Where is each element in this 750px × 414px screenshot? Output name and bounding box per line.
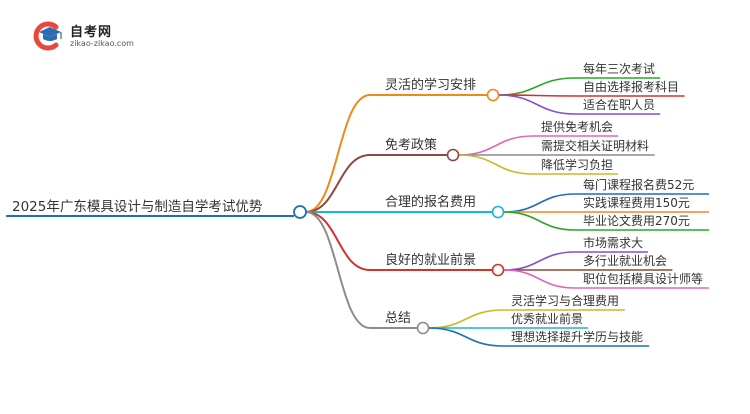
branch-4-child-1-label: 优秀就业前景	[511, 311, 583, 326]
branch-4-child-0-connector	[428, 309, 504, 329]
site-name: 自考网	[70, 25, 113, 40]
branch-3-child-2-connector	[503, 269, 576, 289]
branch-3-label: 良好的就业前景	[385, 252, 476, 268]
branch-2-child-2-connector	[503, 211, 576, 231]
branch-0-child-2-label: 适合在职人员	[583, 97, 655, 112]
branch-1-node[interactable]	[446, 148, 460, 162]
branch-3-node[interactable]	[491, 263, 505, 277]
graduation-cap-c-logo-icon	[33, 21, 62, 51]
branch-0-label: 灵活的学习安排	[385, 77, 476, 93]
branch-1-label: 免考政策	[385, 137, 437, 153]
branch-3-child-1-label: 多行业就业机会	[583, 254, 667, 268]
branch-0-child-1-label: 自由选择报考科目	[583, 79, 679, 94]
branch-3-child-0-label: 市场需求大	[583, 235, 643, 250]
branch-0-child-2-connector	[498, 94, 576, 115]
root-node[interactable]	[293, 205, 307, 219]
branch-4-label: 总结	[385, 311, 411, 326]
branch-1-child-1-label: 需提交相关证明材料	[541, 138, 649, 153]
root-topic-label: 2025年广东模具设计与制造自学考试优势	[12, 199, 262, 215]
branch-4-child-2-label: 理想选择提升学历与技能	[511, 329, 643, 344]
site-logo[interactable]: 自考网 zikao-zikao.com	[30, 18, 150, 52]
branch-0-node[interactable]	[486, 88, 500, 102]
branch-0-child-0-label: 每年三次考试	[583, 61, 655, 76]
branch-2-child-1-label: 实践课程费用150元	[583, 195, 690, 210]
branch-3-connector	[305, 211, 371, 271]
branch-1-child-2-connector	[458, 154, 534, 175]
branch-4-node[interactable]	[416, 321, 430, 335]
branch-4-connector	[305, 211, 371, 329]
branch-1-child-0-label: 提供免考机会	[541, 119, 613, 134]
branch-4-child-2-connector	[428, 327, 504, 347]
branch-4-child-0-label: 灵活学习与合理费用	[511, 293, 619, 308]
branch-2-child-2-label: 毕业论文费用270元	[583, 213, 690, 228]
branch-3-child-0-connector	[503, 251, 576, 271]
branch-1-child-0-connector	[458, 135, 534, 156]
branch-2-child-0-label: 每门课程报名费52元	[583, 177, 694, 192]
branch-1-child-2-label: 降低学习负担	[541, 157, 613, 172]
branch-2-child-0-connector	[503, 193, 576, 213]
branch-0-connector	[305, 94, 371, 213]
branch-2-label: 合理的报名费用	[385, 194, 476, 210]
branch-0-child-0-connector	[498, 77, 576, 96]
branch-2-node[interactable]	[491, 205, 505, 219]
branch-3-child-2-label: 职位包括模具设计师等	[583, 271, 703, 286]
branch-1-connector	[305, 154, 371, 213]
site-url: zikao-zikao.com	[70, 39, 134, 48]
